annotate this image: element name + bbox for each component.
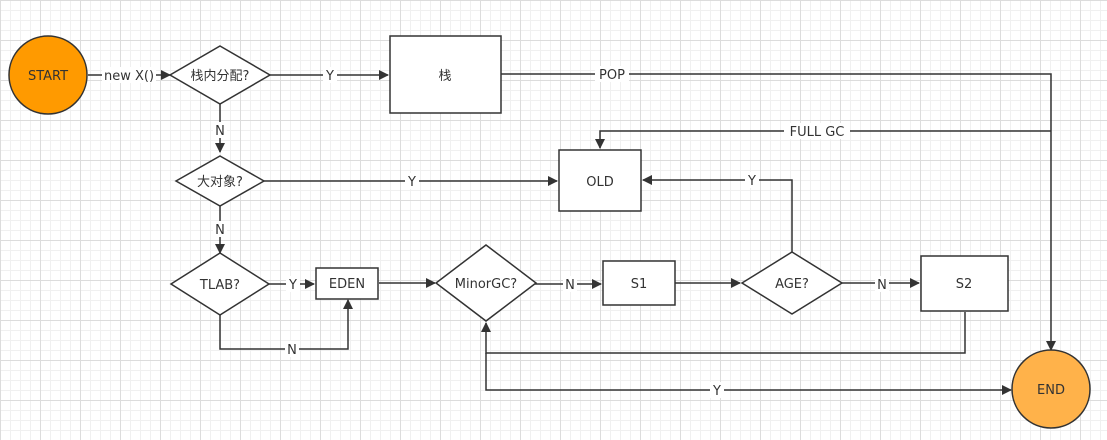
edge-label-tlab-no: N [287,343,297,358]
edge-label-pop: POP [599,68,625,83]
stack-alloc-decision [168,45,272,105]
stack-box [389,35,502,114]
edge-label-tlab-yes: Y [288,278,297,293]
end-node [1011,349,1091,429]
old-box [558,149,642,212]
edge-minor-yes [485,353,1012,395]
edge-label-minor-no: N [565,278,575,293]
minor-gc-label: MinorGC? [455,277,517,292]
edge-full-gc [595,130,1051,149]
edge-label-new-x: new X() [104,69,154,84]
edge-label-age-no: N [877,278,887,293]
old-label: OLD [586,175,614,190]
edge-label-age-yes: Y [747,174,756,189]
s1-label: S1 [631,277,648,292]
start-label: START [28,69,68,84]
edge-label-big-no: N [215,223,225,238]
big-object-label: 大对象? [197,175,243,190]
end-label: END [1037,383,1065,398]
tlab-decision [169,252,271,316]
s2-label: S2 [956,277,973,292]
stack-label: 栈 [438,69,451,84]
eden-box [315,267,379,300]
age-decision [740,251,844,315]
edge-stack-pop [501,73,1056,351]
age-label: AGE? [775,277,809,292]
edge-label-minor-yes: Y [712,384,721,399]
edge-tlab-no [219,299,353,350]
edge-label-stack-no: N [215,124,225,139]
edge-age-yes [642,175,793,252]
s1-box [602,260,676,306]
edge-s2-loop [481,312,966,354]
stack-alloc-label: 栈内分配? [191,68,250,84]
s2-box [920,255,1009,312]
eden-label: EDEN [329,277,365,292]
edge-label-stack-yes: Y [325,69,334,84]
start-node [8,35,88,115]
big-object-decision [174,155,266,207]
minor-gc-decision [434,244,538,322]
edge-label-big-yes: Y [407,175,416,190]
edge-label-full-gc: FULL GC [790,125,845,140]
tlab-label: TLAB? [199,278,240,293]
